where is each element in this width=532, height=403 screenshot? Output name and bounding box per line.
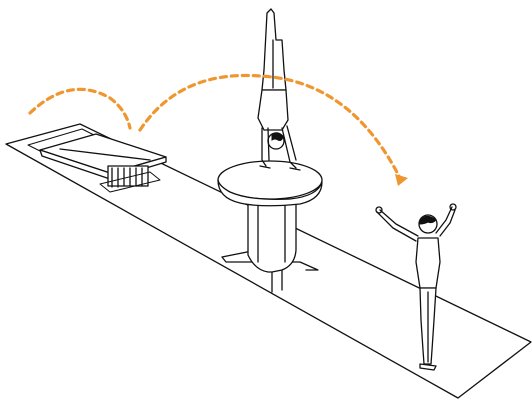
springboard xyxy=(40,134,166,192)
gymnast-handstand xyxy=(258,9,300,170)
